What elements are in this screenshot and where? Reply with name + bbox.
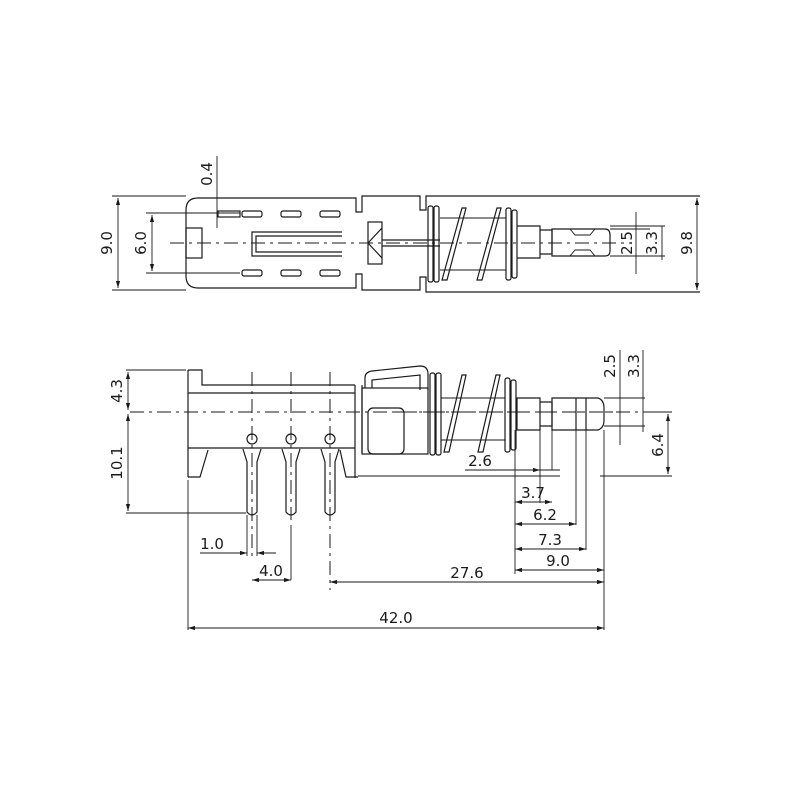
dim-pin-width: 1.0	[200, 535, 224, 553]
side-view: 4.3 10.1 2.5 3.3 6.4 2.6 3.7 6.2	[108, 350, 672, 631]
dim-shaft-offset: 6.4	[649, 433, 667, 457]
dim-6-2: 6.2	[533, 506, 557, 524]
dim-overall-height: 9.0	[98, 231, 116, 255]
dim-plunger-inner: 2.5	[618, 231, 636, 255]
dim-side-plunger-outer: 3.3	[625, 354, 643, 378]
dim-slot-width: 0.4	[198, 162, 216, 186]
dim-3-7: 3.7	[521, 484, 545, 502]
dim-pin-pitch: 4.0	[259, 562, 283, 580]
dim-side-plunger-inner: 2.5	[601, 354, 619, 378]
dim-bottom-height: 10.1	[108, 446, 126, 479]
dim-overall-length: 42.0	[379, 609, 412, 627]
dim-plunger-outer: 3.3	[643, 231, 661, 255]
dim-slot-spacing: 6.0	[132, 231, 150, 255]
pins	[242, 372, 340, 590]
dim-pin-to-end: 27.6	[450, 564, 483, 582]
dim-7-3: 7.3	[538, 531, 562, 549]
dim-total-height: 9.8	[678, 231, 696, 255]
top-view: 9.0 6.0 0.4 2.5 3.3 9.8	[98, 156, 700, 293]
dim-groove: 2.6	[468, 452, 492, 470]
dim-top-height: 4.3	[108, 379, 126, 403]
dim-9-0: 9.0	[546, 552, 570, 570]
